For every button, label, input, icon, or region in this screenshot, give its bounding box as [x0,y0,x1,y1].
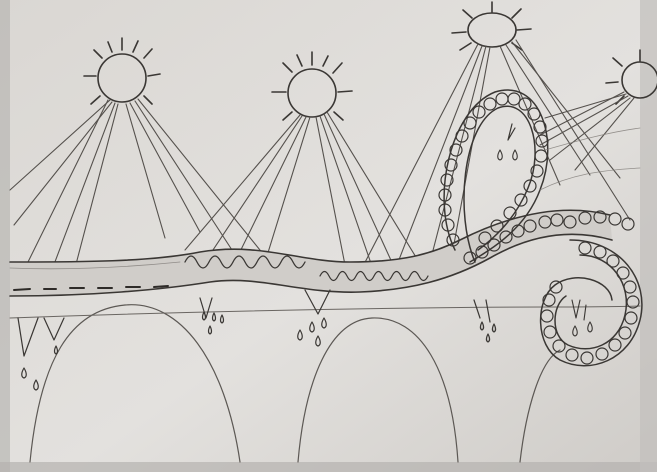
bottom-edge-shadow [0,462,657,472]
left-edge-shadow [0,0,10,472]
right-edge-shadow [640,0,657,472]
